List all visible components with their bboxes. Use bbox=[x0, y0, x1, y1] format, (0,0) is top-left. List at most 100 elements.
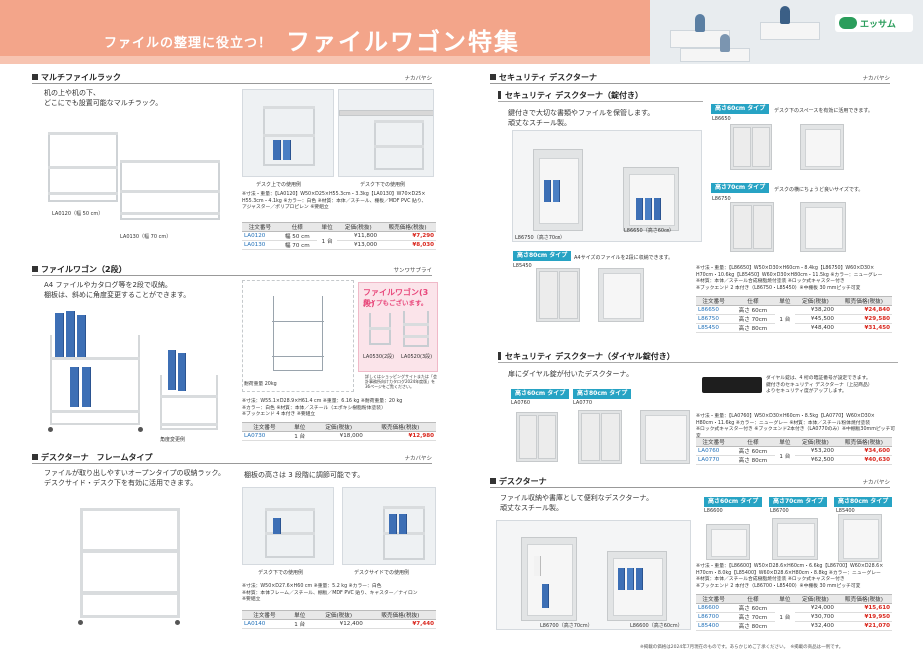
section-bullet-icon bbox=[490, 74, 496, 80]
tag-height-80: 高さ80cm タイプ bbox=[513, 251, 572, 261]
order-code[interactable]: L85450 bbox=[696, 323, 732, 333]
tag-height-60: 高さ60cm タイプ bbox=[704, 497, 763, 507]
column-header: 注文番号 bbox=[242, 610, 287, 620]
spec-line: ※ロック式キャスター付き ※ブックエンド2本付き（LA0770のみ）※中棚板30… bbox=[696, 427, 896, 439]
unit-cell: 1 台 bbox=[286, 619, 313, 629]
file-wagon-dimension-diagram bbox=[242, 280, 354, 392]
table-row: LA0120 幅 50 cm 1 台 ¥11,800 ¥7,290 bbox=[242, 231, 436, 250]
turner-80-open bbox=[838, 514, 882, 562]
column-header: 単位 bbox=[316, 222, 338, 232]
dial-cabinet-80 bbox=[578, 410, 622, 464]
logo-icon bbox=[839, 17, 857, 29]
subheader-title: セキュリティ デスクターナ（錠付き） bbox=[505, 91, 643, 100]
order-code[interactable]: LA0120 bbox=[242, 231, 278, 241]
page-footnote: ※掲載の価格は2024年7月現在のものです。あらかじめご了承ください。 ※掲載の… bbox=[640, 645, 844, 650]
list-price: ¥32,400 bbox=[794, 621, 836, 631]
tag-height-80: 高さ80cm タイプ bbox=[573, 389, 632, 399]
spec-line: H55.3cm・4.1kg ※カラー：白色 ※材質：本体／スチール、棚板／MDF… bbox=[242, 198, 427, 204]
section-title: デスクターナ フレームタイプ bbox=[41, 453, 153, 462]
table-row: L86700 高さ 70cm ¥30,700 ¥19,950 bbox=[696, 612, 892, 622]
spec-line: ※要組立 bbox=[242, 597, 261, 602]
desc-line: A4 ファイルやカタログ等を2段で収納。 bbox=[44, 281, 172, 289]
spec-line: H80cm・11.6kg ※カラー：ニューグレー ※材質：本体／スチール粉体焼付… bbox=[696, 420, 871, 426]
sale-price: ¥12,980 bbox=[364, 431, 436, 441]
wagon-main bbox=[50, 335, 140, 425]
dial-note: ダイヤル錠は、4 桁の暗証番号が設定できます。 鍵付きのセキュリティ デスクター… bbox=[766, 376, 896, 396]
order-code[interactable]: LA0760 bbox=[696, 446, 732, 456]
section-desk-frame-header: デスクターナ フレームタイプ ナカバヤシ bbox=[32, 452, 432, 464]
column-header: 注文番号 bbox=[242, 422, 287, 432]
desc-line: ファイル収納や書庫として便利なデスクターナ。 bbox=[500, 494, 654, 502]
angle-caption: 角度変更例 bbox=[160, 437, 186, 443]
order-code[interactable]: L86650 bbox=[696, 305, 732, 315]
photo-caption: デスク下での使用例 bbox=[258, 570, 304, 576]
table-row: LA0130 幅 70 cm ¥13,000 ¥8,030 bbox=[242, 240, 436, 250]
photo-caption: L86650（高さ60㎝） bbox=[624, 228, 675, 234]
table-header-row: 注文番号 仕様 単位 定価(税抜) 販売価格(税抜) bbox=[696, 437, 892, 447]
multi-rack-product-image bbox=[40, 120, 235, 245]
table-row: LA0140 1 台 ¥12,400 ¥7,440 bbox=[242, 619, 436, 629]
sale-price: ¥8,030 bbox=[379, 240, 436, 250]
order-code[interactable]: LA0770 bbox=[696, 455, 732, 465]
sale-price: ¥29,580 bbox=[836, 314, 892, 324]
section-multi-rack-header: マルチファイルラック ナカバヤシ bbox=[32, 72, 432, 84]
tag-note: デスク下のスペースを有効に活用できます。 bbox=[774, 108, 873, 114]
sale-price: ¥15,610 bbox=[836, 603, 892, 613]
list-price: ¥48,400 bbox=[794, 323, 836, 333]
tag-code: L86600 bbox=[704, 508, 723, 514]
column-header: 仕様 bbox=[731, 594, 775, 604]
table-row: L85400 高さ 80cm ¥32,400 ¥21,070 bbox=[696, 621, 892, 631]
column-header: 定価(税抜) bbox=[312, 610, 365, 620]
order-code[interactable]: L86750 bbox=[696, 314, 732, 324]
sale-price: ¥34,600 bbox=[836, 446, 892, 456]
order-code[interactable]: L86600 bbox=[696, 603, 732, 613]
spec-line: H70cm・10.6kg【L85450】W60×D30×H80cm・11.5kg… bbox=[696, 272, 883, 278]
order-code[interactable]: LA0130 bbox=[242, 240, 278, 250]
spec-line: ※寸法：W50×D27.6×H60 cm ※重量：5.2 kg ※カラー：白色 bbox=[242, 584, 382, 589]
spec-cell: 高さ 70cm bbox=[731, 612, 775, 622]
cabinet-60-closed bbox=[730, 124, 772, 170]
desk-frame-shelf-note: 棚板の高さは 3 段階に調節可能です。 bbox=[244, 471, 365, 479]
order-code[interactable]: LA0140 bbox=[242, 619, 287, 629]
table-header-row: 注文番号 仕様 単位 定価(税抜) 販売価格(税抜) bbox=[696, 594, 892, 604]
list-price: ¥45,500 bbox=[794, 314, 836, 324]
section-bullet-icon bbox=[32, 74, 38, 80]
locked-description: 鍵付きで大切な書類やファイルを保管します。 頑丈なスチール製。 bbox=[508, 108, 654, 128]
spec-line: ※ブックエンド 2 本付き（L86700・L85400）※中棚板 30 mmピッ… bbox=[696, 583, 861, 589]
photo-caption: L86600（高さ60cm） bbox=[630, 623, 683, 629]
label-la0130: LA0130（幅 70 cm） bbox=[120, 234, 172, 240]
spec-line: ※ブックエンド 4 本付き ※要組立 bbox=[242, 412, 316, 417]
desk-frame-specs: ※寸法：W50×D27.6×H60 cm ※重量：5.2 kg ※カラー：白色 … bbox=[242, 584, 437, 604]
column-header: 定価(税抜) bbox=[794, 594, 836, 604]
unit-cell: 1 台 bbox=[774, 446, 795, 465]
dial-cabinet-open bbox=[640, 410, 690, 464]
order-code[interactable]: L86700 bbox=[696, 612, 732, 622]
column-header: 単位 bbox=[286, 610, 313, 620]
table-row: L86750 高さ 70cm ¥45,500 ¥29,580 bbox=[696, 314, 892, 324]
spec-line: ※寸法・重量：【L86600】W50×D28.6×H60cm・6.6kg【L86… bbox=[696, 564, 884, 569]
order-code[interactable]: LA0730 bbox=[242, 431, 287, 441]
order-code[interactable]: L85400 bbox=[696, 621, 732, 631]
desk-frame-description: ファイルが取り出しやすいオープンタイプの収納ラック。 デスクサイド・デスク下を有… bbox=[44, 468, 225, 488]
banner-title: ファイルワゴン特集 bbox=[286, 28, 520, 56]
tag-code: L86750 bbox=[712, 196, 731, 202]
list-price: ¥53,200 bbox=[794, 446, 836, 456]
turner-70-open bbox=[772, 518, 818, 560]
sale-price: ¥31,450 bbox=[836, 323, 892, 333]
desc-line: 鍵付きで大切な書類やファイルを保管します。 bbox=[508, 109, 655, 117]
wagon-angle bbox=[160, 375, 218, 430]
spec-line: ※材質：本体／スチール合成樹脂焼付塗装 ※ロック式キャスター付き bbox=[696, 577, 845, 582]
section-security-header: セキュリティ デスクターナ ナカバヤシ bbox=[490, 72, 890, 84]
cabinet-l86650 bbox=[623, 167, 679, 231]
section-title: ファイルワゴン（2段） bbox=[41, 265, 127, 274]
table-header-row: 注文番号 仕様 単位 定価(税抜) 販売価格(税抜) bbox=[696, 296, 892, 306]
sale-price: ¥40,630 bbox=[836, 455, 892, 465]
desc-line: どこにでも設置可能なマルチラック。 bbox=[44, 99, 163, 107]
maker-label: ナカバヤシ bbox=[862, 76, 890, 82]
table-row: L85450 高さ 80cm ¥48,400 ¥31,450 bbox=[696, 323, 892, 333]
tag-height-70: 高さ70cm タイプ bbox=[711, 183, 770, 193]
tag-code: L86700 bbox=[770, 508, 789, 514]
maker-label: ナカバヤシ bbox=[404, 76, 432, 82]
turner-l86700 bbox=[521, 537, 577, 621]
locked-subheader: セキュリティ デスクターナ（錠付き） bbox=[498, 90, 703, 102]
